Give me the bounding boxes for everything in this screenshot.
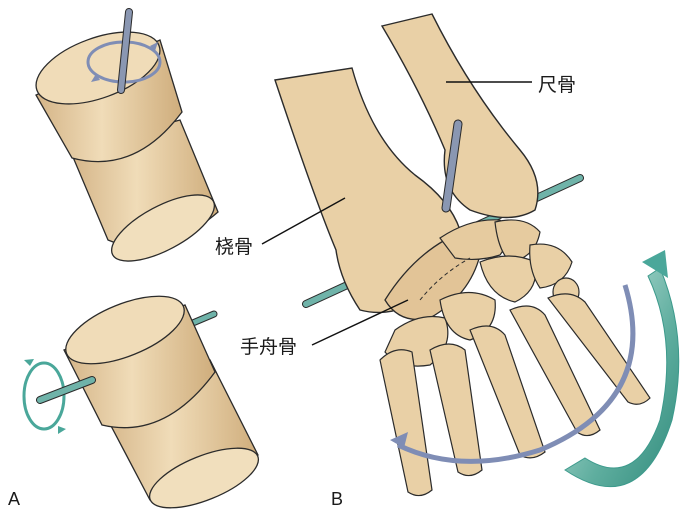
- label-scaphoid: 手舟骨: [240, 336, 297, 358]
- panel-a-bottom-cylinder: [24, 282, 266, 515]
- panel-a-label: A: [8, 489, 20, 509]
- label-ulna: 尺骨: [538, 74, 576, 96]
- panel-b-label: B: [331, 489, 343, 509]
- panel-a-top-cylinder: [27, 12, 224, 274]
- label-radius: 桡骨: [215, 236, 253, 258]
- panel-b-wrist: [275, 14, 679, 496]
